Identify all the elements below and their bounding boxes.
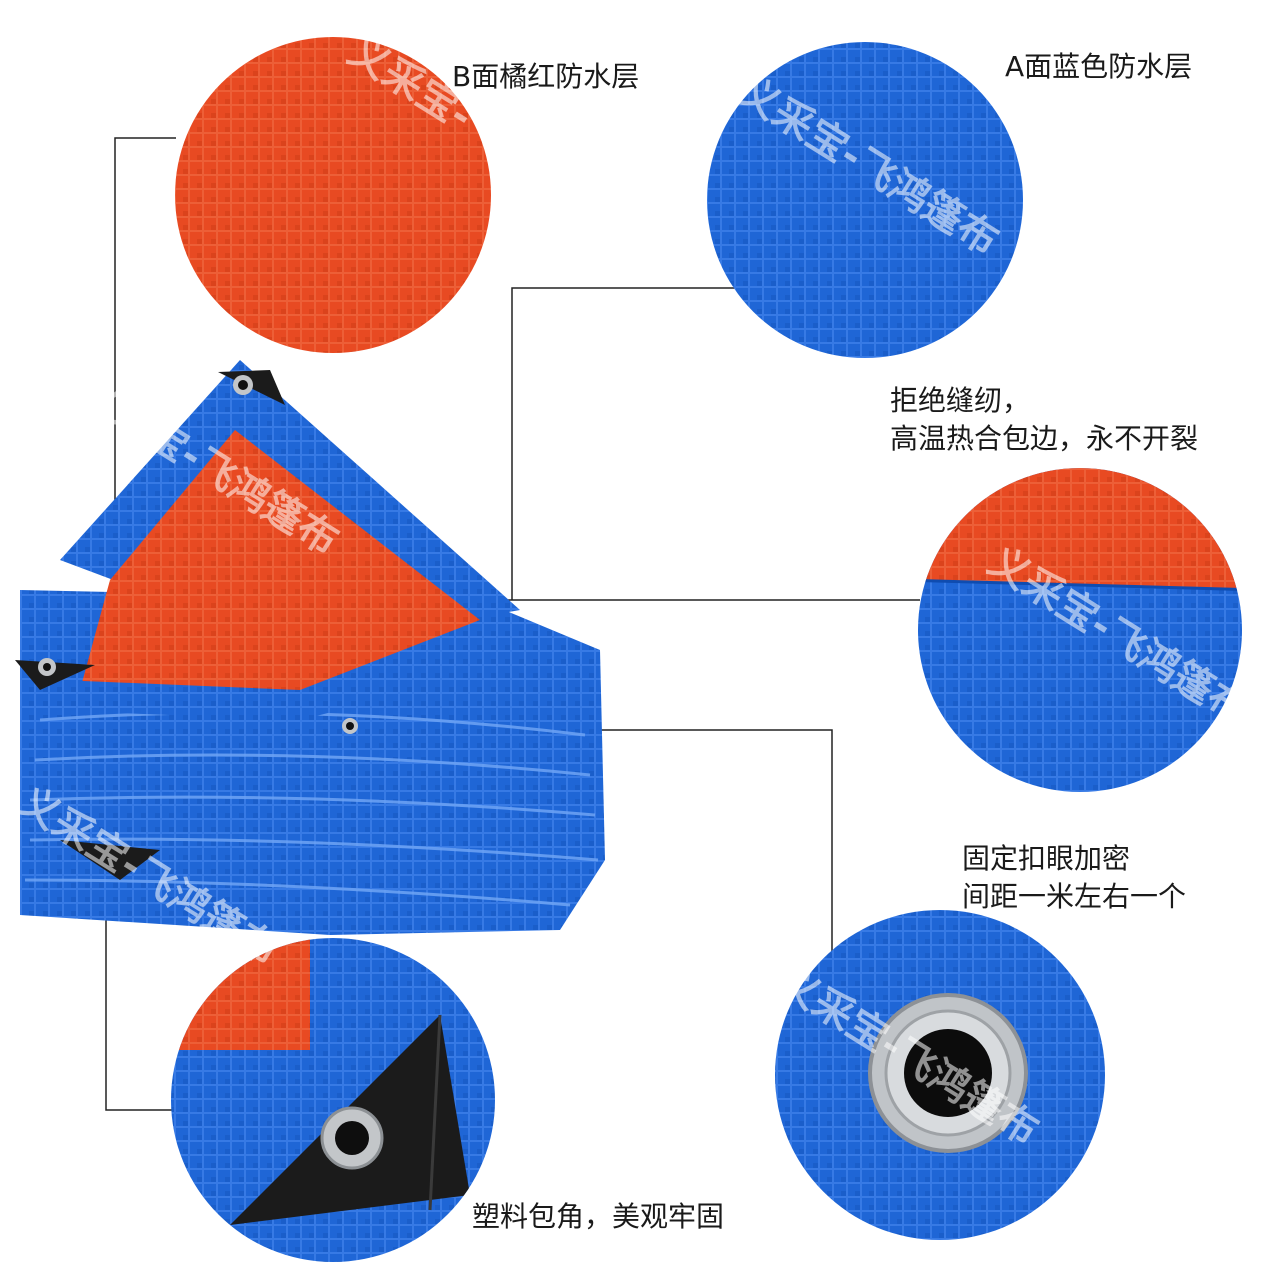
caption-edge-line2: 高温热合包边，永不开裂 <box>890 422 1199 455</box>
folded-tarp-image <box>15 360 605 935</box>
grommet-closeup-circle <box>775 910 1105 1240</box>
blue-surface-circle <box>707 42 1023 358</box>
caption-grommet-line2: 间距一米左右一个 <box>962 880 1187 913</box>
plastic-corner-circle <box>171 938 495 1262</box>
orange-surface-circle <box>175 37 491 353</box>
connector-lines <box>105 137 920 1111</box>
caption-a-side: A面蓝色防水层 <box>1005 50 1193 83</box>
caption-b-side: B面橘红防水层 <box>452 60 640 93</box>
caption-corner: 塑料包角，美观牢固 <box>472 1200 725 1233</box>
heat-sealed-edge-circle <box>918 468 1242 792</box>
caption-edge-line1: 拒绝缝纫， <box>890 384 1031 417</box>
caption-grommet-line1: 固定扣眼加密 <box>962 842 1131 875</box>
